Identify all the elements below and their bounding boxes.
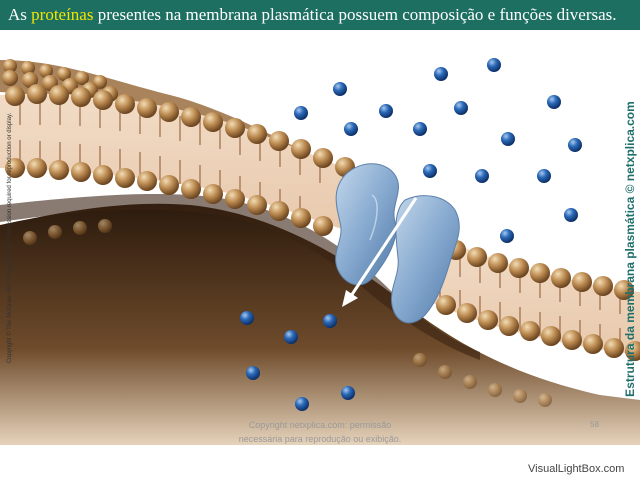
- copyright-vertical: Copyright © The McGraw-Hill Companies, I…: [7, 112, 13, 364]
- footer-line-1: Copyright netxplica.com: permissão: [248, 420, 392, 430]
- lipid-heads-lower-left: [5, 158, 333, 236]
- membrane-lower-surface: [0, 203, 640, 445]
- slide-title: As proteínas presentes na membrana plasm…: [0, 0, 640, 30]
- title-suffix: presentes na membrana plasmática possuem…: [93, 5, 617, 24]
- page-number: 58: [590, 420, 599, 429]
- bilayer-left: [0, 93, 350, 230]
- watermark: VisualLightBox.com: [528, 463, 625, 475]
- solute-molecules: [240, 58, 582, 411]
- footer-line-2: necessária para reprodução ou exibição.: [238, 434, 402, 444]
- lipid-heads-upper-left: [5, 84, 355, 177]
- title-prefix: As: [8, 5, 32, 24]
- channel-protein: [335, 163, 460, 324]
- credit-vertical: Estrutura da membrana plasmática © netxp…: [623, 101, 637, 397]
- title-highlight: proteínas: [31, 5, 94, 24]
- footer-note: Copyright netxplica.com: permissão neces…: [200, 418, 440, 446]
- transport-arrow: [342, 197, 418, 307]
- membrane-illustration: [0, 58, 640, 445]
